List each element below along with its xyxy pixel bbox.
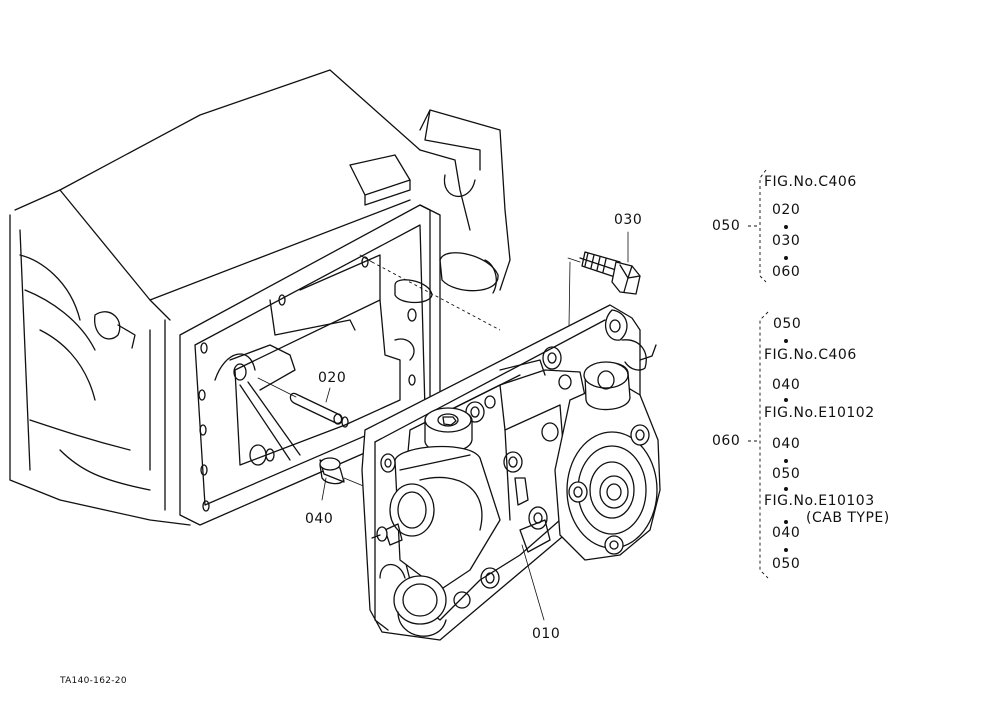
callout-030: 030 [614, 212, 643, 228]
ref-060-item-3a: 040 [772, 525, 801, 541]
ref-060-fig-2: FIG.No.E10102 [764, 405, 875, 421]
ref-060-item-3b: 050 [772, 556, 801, 572]
callout-060: 060 [712, 433, 741, 449]
callout-050: 050 [712, 218, 741, 234]
ref-060-top-item: 050 [773, 316, 802, 332]
ref-060-fig-1: FIG.No.C406 [764, 347, 857, 363]
ref-060-item-2b: 050 [772, 466, 801, 482]
reference-bracket-050 [748, 169, 767, 283]
ref-050-item-1: 020 [772, 202, 801, 218]
ref-060-fig-3-note: (CAB TYPE) [806, 510, 890, 526]
ref-050-item-3: 060 [772, 264, 801, 280]
ref-050-item-2: 030 [772, 233, 801, 249]
ref-060-dot-3 [784, 459, 788, 463]
ref-060-dot-2 [784, 398, 788, 402]
ref-060-item-1: 040 [772, 377, 801, 393]
ref-060-dot-6 [784, 548, 788, 552]
drawing-id: TA140-162-20 [60, 676, 127, 686]
ref-050-dot-1 [784, 225, 788, 229]
part-040-collar [319, 457, 379, 493]
callout-020: 020 [318, 370, 347, 386]
part-010-valve-assembly [361, 304, 661, 641]
ref-050-dot-2 [784, 256, 788, 260]
callout-010: 010 [532, 626, 561, 642]
ref-060-item-2a: 040 [772, 436, 801, 452]
callout-040: 040 [305, 511, 334, 527]
leader-lines [321, 231, 629, 621]
part-020-pin [257, 377, 343, 425]
ref-050-fig: FIG.No.C406 [764, 174, 857, 190]
reference-bracket-060 [748, 311, 769, 579]
ref-060-dot-5 [784, 520, 788, 524]
ref-060-dot-1 [784, 339, 788, 343]
ref-060-dot-4 [784, 487, 788, 491]
ref-060-fig-3: FIG.No.E10103 [764, 493, 875, 509]
